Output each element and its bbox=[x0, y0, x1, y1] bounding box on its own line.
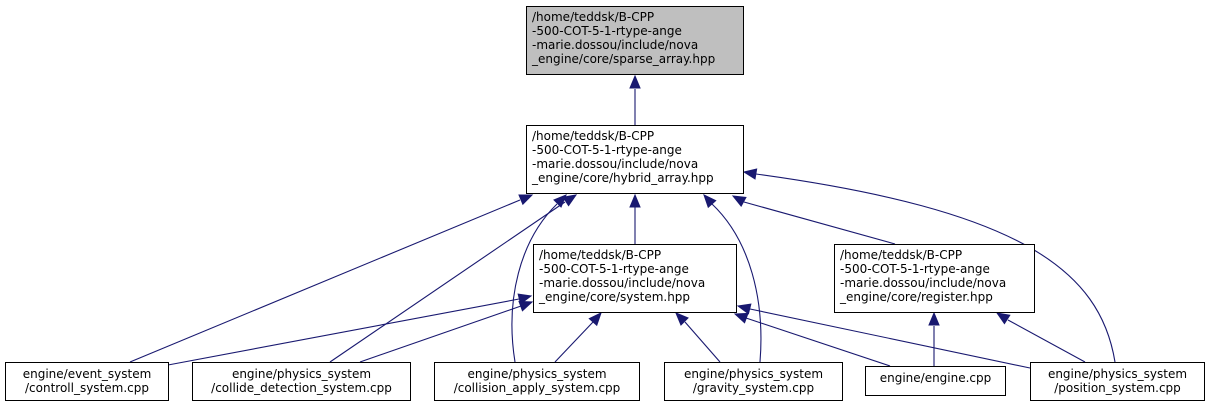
node-system-hpp[interactable]: /home/teddsk/B-CPP -500-COT-5-1-rtype-an… bbox=[533, 244, 737, 313]
node-controll-system-cpp[interactable]: engine/event_system /controll_system.cpp bbox=[5, 362, 169, 401]
node-gravity-system-cpp[interactable]: engine/physics_system /gravity_system.cp… bbox=[664, 362, 843, 401]
edge-collide-to-hybrid-arrowhead bbox=[562, 194, 578, 207]
edge-hybrid-to-sparse-arrowhead bbox=[629, 74, 641, 89]
edge-engine-to-register-arrowhead bbox=[928, 311, 940, 326]
edge-system-to-hybrid-arrowhead bbox=[629, 193, 641, 208]
edge-engine-to-system-arrowhead bbox=[733, 312, 749, 324]
edge-collide-to-system-arrowhead bbox=[518, 300, 534, 312]
edge-gravity-to-system-arrowhead bbox=[675, 312, 689, 326]
edge-collisionapply-to-system-arrowhead bbox=[588, 312, 602, 327]
edge-controll-to-system bbox=[167, 298, 520, 366]
edge-controll-to-hybrid-arrowhead bbox=[518, 194, 534, 206]
edge-controll-to-hybrid bbox=[129, 199, 521, 363]
edge-position-to-system-arrowhead bbox=[736, 303, 752, 315]
edge-position-to-register-arrowhead bbox=[995, 312, 1011, 325]
node-hybrid-array-hpp[interactable]: /home/teddsk/B-CPP -500-COT-5-1-rtype-an… bbox=[526, 125, 744, 194]
edge-register-to-hybrid bbox=[743, 201, 896, 245]
edge-engine-to-system bbox=[745, 317, 891, 367]
edge-position-to-hybrid-arrowhead bbox=[742, 168, 758, 180]
edge-gravity-to-system bbox=[684, 321, 721, 363]
edge-gravity-to-hybrid-arrowhead bbox=[703, 194, 717, 209]
edge-collisionapply-to-system bbox=[554, 321, 594, 363]
edge-collide-to-hybrid bbox=[329, 201, 566, 363]
node-collide-detection-system-cpp[interactable]: engine/physics_system /collide_detection… bbox=[192, 362, 411, 401]
edge-position-to-system bbox=[749, 308, 1031, 369]
edge-register-to-hybrid-arrowhead bbox=[731, 195, 747, 208]
edge-gravity-to-hybrid bbox=[711, 203, 762, 363]
node-sparse-array-hpp[interactable]: /home/teddsk/B-CPP -500-COT-5-1-rtype-an… bbox=[526, 6, 744, 75]
node-engine-cpp[interactable]: engine/engine.cpp bbox=[865, 366, 1006, 396]
edge-collisionapply-to-hybrid-arrowhead bbox=[553, 194, 567, 208]
node-collision-apply-system-cpp[interactable]: engine/physics_system /collision_apply_s… bbox=[434, 362, 640, 401]
node-position-system-cpp[interactable]: engine/physics_system /position_system.c… bbox=[1030, 362, 1205, 401]
node-register-hpp[interactable]: /home/teddsk/B-CPP -500-COT-5-1-rtype-an… bbox=[834, 244, 1035, 313]
edge-collisionapply-to-hybrid bbox=[511, 203, 558, 363]
edge-position-to-register bbox=[1007, 319, 1086, 363]
edge-collide-to-system bbox=[359, 305, 522, 363]
